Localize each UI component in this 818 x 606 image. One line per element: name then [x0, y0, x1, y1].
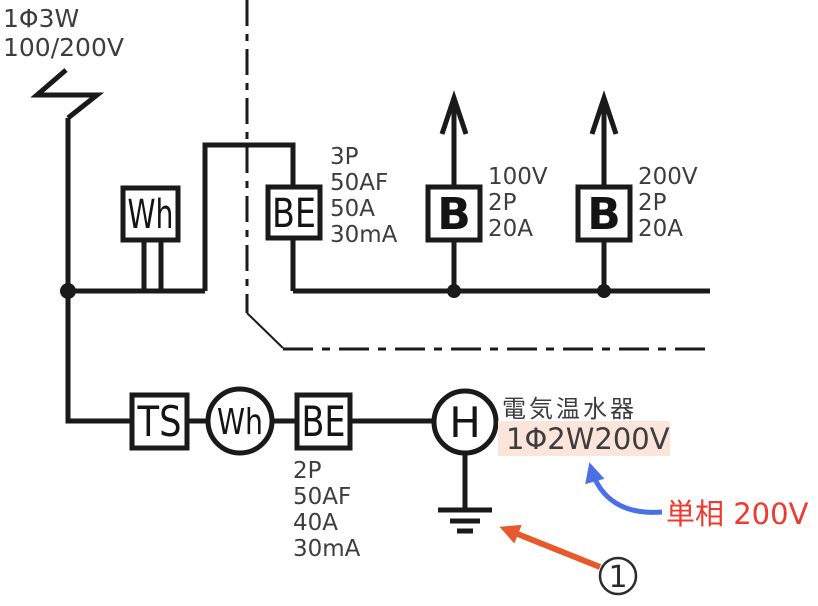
junction-dot-main	[60, 283, 76, 299]
branch2-breaker-box	[575, 184, 633, 243]
be-main-spec-frame: 50AF	[330, 170, 388, 196]
branch1-breaker-label: B	[437, 189, 471, 240]
source-system-label: 1Φ3W	[3, 4, 79, 33]
branch1-arrow-icon	[439, 90, 469, 135]
wh-main-meter-label: Wh	[128, 192, 174, 238]
wh-sub-meter-circle	[205, 386, 275, 456]
ts-switch-box	[129, 392, 190, 451]
branch2-spec-rating: 20A	[638, 216, 683, 242]
callout-1-number: 1	[608, 560, 627, 595]
source-voltage-label: 100/200V	[3, 33, 124, 62]
ground-icon	[438, 507, 492, 534]
phase-note-label: 単相 200V	[666, 497, 809, 531]
be-main-breaker-label: BE	[272, 191, 316, 237]
be-main-breaker-box	[265, 184, 323, 241]
be-sub-spec-sensitivity: 30mA	[293, 536, 361, 562]
branch1-spec-voltage: 100V	[488, 164, 548, 190]
blue-callout-arrow-icon	[585, 462, 663, 515]
be-main-spec-poles: 3P	[330, 144, 359, 170]
branch1-spec-poles: 2P	[488, 190, 517, 216]
service-entrance-icon	[30, 68, 105, 120]
junction-dot-branch1	[447, 284, 461, 298]
heater-symbol-label: H	[449, 398, 481, 447]
heater-name-label: 電気温水器	[502, 395, 637, 423]
be-sub-spec-rating: 40A	[293, 510, 338, 536]
branch1-breaker-box	[425, 184, 483, 243]
orange-callout-arrow-icon	[499, 524, 602, 570]
demarcation-line-diagonal	[246, 312, 284, 349]
be-riser-wire	[202, 142, 296, 291]
branch1-spec-rating: 20A	[488, 216, 533, 242]
main-feed-wire	[65, 118, 132, 424]
junction-dot-branch2	[597, 284, 611, 298]
be-sub-breaker-box	[294, 392, 353, 451]
heater-symbol-circle	[431, 388, 499, 456]
branch2-arrow-icon	[589, 90, 619, 135]
branch2-spec-poles: 2P	[638, 190, 667, 216]
branch2-breaker-label: B	[587, 189, 621, 240]
be-sub-breaker-label: BE	[302, 397, 346, 446]
be-main-spec-rating: 50A	[330, 196, 375, 222]
heater-rating-highlight	[498, 421, 670, 456]
ts-switch-label: TS	[137, 397, 182, 446]
be-sub-spec-poles: 2P	[293, 458, 322, 484]
callout-1-badge: 1	[598, 556, 638, 596]
branch2-spec-voltage: 200V	[638, 164, 698, 190]
wh-sub-meter-label: Wh	[217, 402, 263, 443]
be-sub-spec-frame: 50AF	[293, 484, 351, 510]
wh-main-meter-box	[120, 185, 181, 243]
be-main-spec-sensitivity: 30mA	[330, 222, 398, 248]
heater-rating-label: 1Φ2W200V	[506, 422, 670, 456]
